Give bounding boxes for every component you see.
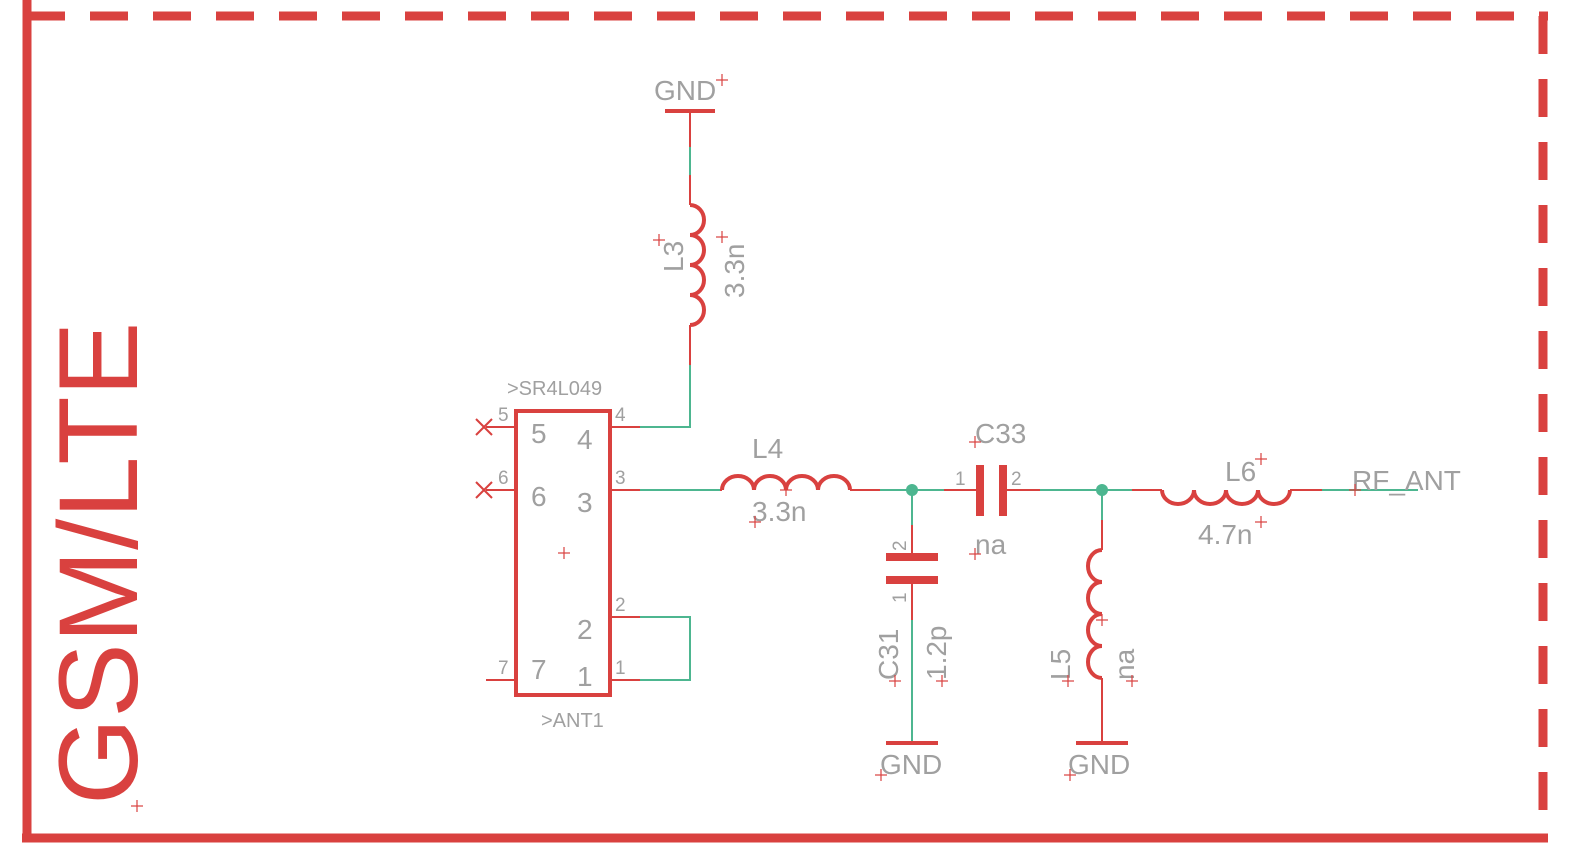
inductor-l5[interactable]: L5 na <box>1045 520 1140 742</box>
gnd-top-label: GND <box>654 75 716 106</box>
ic-inner-label-2: 2 <box>577 614 593 645</box>
capacitor-c33-pin1: 1 <box>955 469 966 490</box>
ic-pin-number-7: 7 <box>498 658 509 679</box>
inductor-l6-coil <box>1160 489 1292 506</box>
sheet-frame <box>22 0 1548 843</box>
wire-pin2-pin1-loop <box>640 616 691 681</box>
inductor-l3-value: 3.3n <box>719 244 750 299</box>
ic-name-label: >SR4L049 <box>507 378 602 400</box>
inductor-l6-value: 4.7n <box>1198 519 1253 550</box>
inductor-l4-name: L4 <box>752 433 783 464</box>
sheet-title: GSM/LTE <box>36 322 161 805</box>
inductor-l3[interactable]: L3 3.3n <box>653 175 750 365</box>
junction-dot-1 <box>906 484 918 496</box>
inductor-l4[interactable]: L4 3.3n <box>720 433 880 528</box>
ic-center-cross <box>558 547 570 559</box>
capacitor-c31-pin2: 2 <box>890 540 911 551</box>
gnd-l5-label: GND <box>1068 749 1130 780</box>
gnd-symbol-l5[interactable]: GND <box>1064 741 1130 781</box>
rf-ant-label: RF_ANT <box>1352 465 1461 496</box>
junction-dot-2 <box>1096 484 1108 496</box>
wire-l3-pin4 <box>640 365 691 428</box>
inductor-l6-name: L6 <box>1225 456 1256 487</box>
gnd-symbol-top[interactable]: GND <box>654 74 728 147</box>
no-connect-marks <box>475 418 493 499</box>
ic-pin-number-1: 1 <box>615 658 626 679</box>
ic-body <box>514 409 612 697</box>
inductor-l5-value: na <box>1109 648 1140 680</box>
ic-inner-label-5: 5 <box>531 418 547 449</box>
ic-inner-label-1: 1 <box>577 661 593 692</box>
ic-inner-label-6: 6 <box>531 481 547 512</box>
inductor-l4-value: 3.3n <box>752 496 807 527</box>
ic-pin-number-2: 2 <box>615 595 626 616</box>
ic-value-label: >ANT1 <box>541 710 604 732</box>
capacitor-c31-name: C31 <box>873 629 904 680</box>
ic-pin-number-3: 3 <box>615 468 626 489</box>
ic-pin-number-4: 4 <box>615 405 626 426</box>
capacitor-c33[interactable]: C33 1 2 na <box>944 418 1040 560</box>
inductor-l6[interactable]: L6 4.7n <box>1132 453 1322 550</box>
inductor-l3-name: L3 <box>658 241 689 272</box>
capacitor-c33-pin2: 2 <box>1011 469 1022 490</box>
inductor-l5-name: L5 <box>1045 649 1076 680</box>
ic-ant1[interactable]: >SR4L049 >ANT1 5 4 6 3 2 7 1 5 4 6 3 2 7… <box>475 378 640 732</box>
inductor-l5-coil <box>1086 548 1103 680</box>
ic-pin-number-5: 5 <box>498 405 509 426</box>
ic-pin-leads <box>486 426 640 681</box>
gnd-c31-label: GND <box>880 749 942 780</box>
capacitor-c31[interactable]: 2 1 C31 1.2p <box>873 525 952 687</box>
ic-pin-number-6: 6 <box>498 468 509 489</box>
ic-inner-label-7: 7 <box>531 654 547 685</box>
ic-inner-label-4: 4 <box>577 424 593 455</box>
gnd-symbol-c31[interactable]: GND <box>875 741 942 781</box>
inductor-l3-coil <box>689 203 706 327</box>
capacitor-c31-pin1: 1 <box>890 592 911 603</box>
capacitor-c33-name: C33 <box>975 418 1026 449</box>
net-label-rf-ant[interactable]: RF_ANT <box>1349 465 1461 496</box>
capacitor-c33-value: na <box>975 529 1007 560</box>
ic-inner-label-3: 3 <box>577 487 593 518</box>
capacitor-c31-value: 1.2p <box>921 626 952 681</box>
origin-cross-title <box>131 800 143 812</box>
